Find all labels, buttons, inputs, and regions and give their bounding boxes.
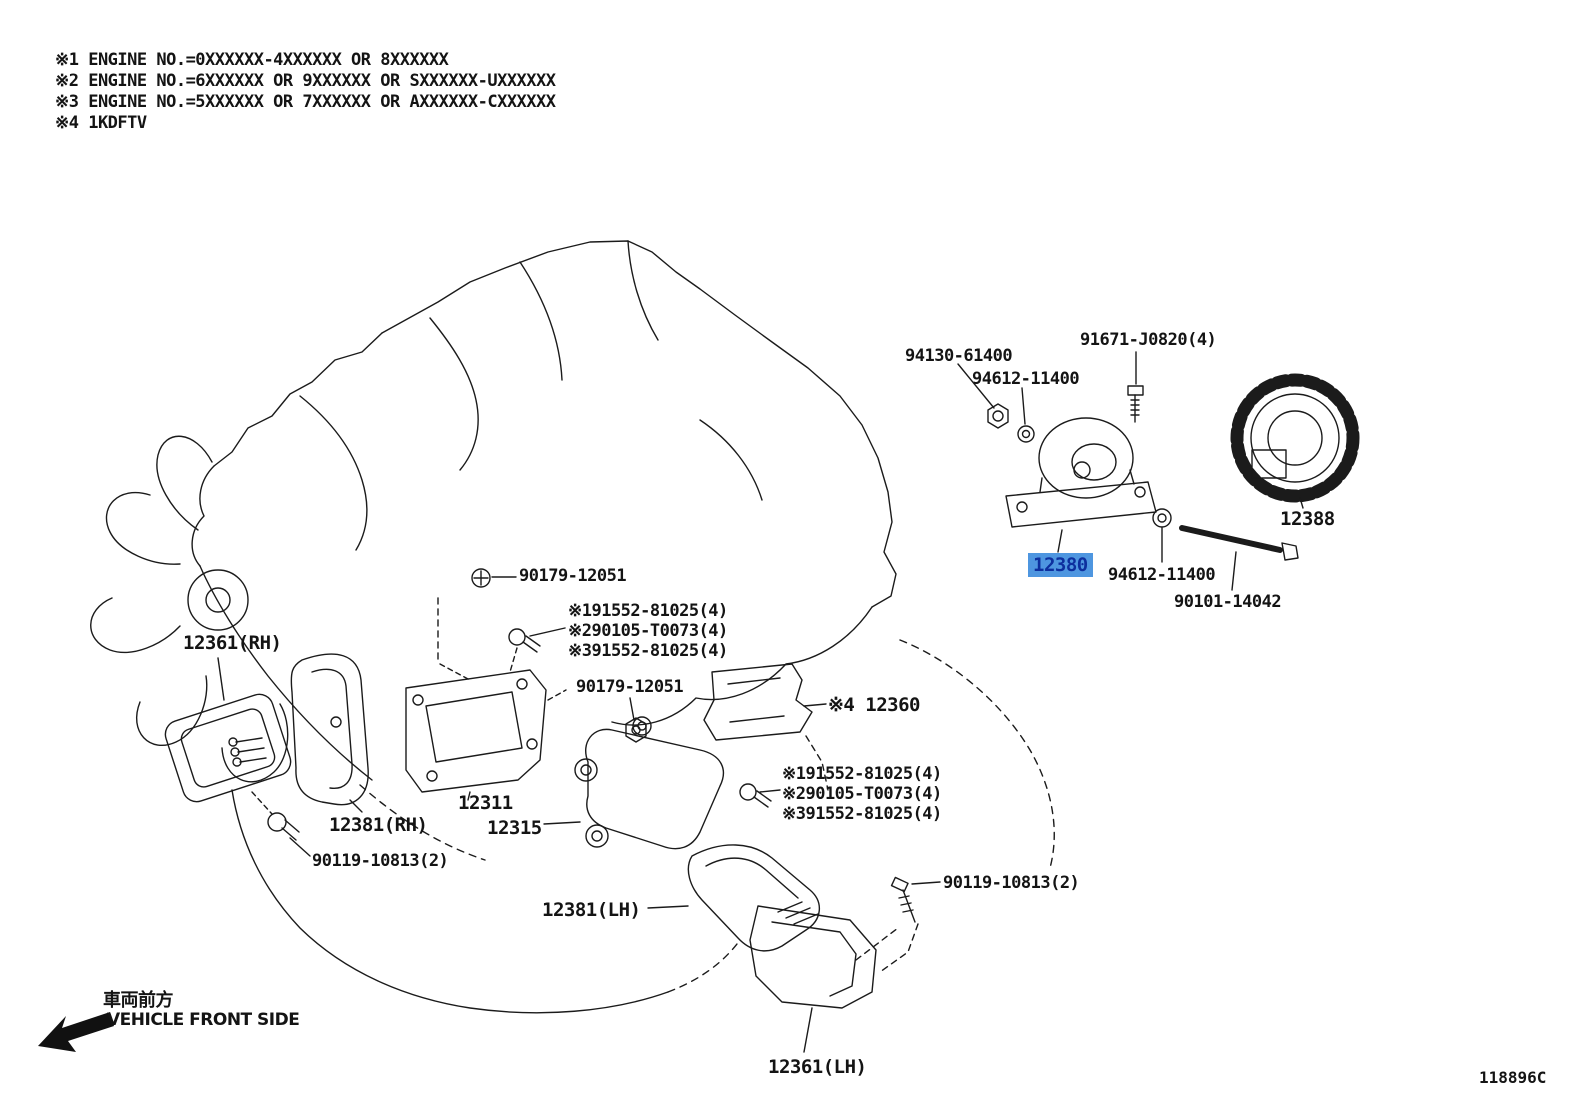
part-label-12381-RH[interactable]: 12381(RH) — [329, 814, 428, 836]
part-label-90179-12051-upper[interactable]: 90179-12051 — [519, 566, 627, 586]
engine-note-3: ※3 ENGINE NO.=5XXXXXX OR 7XXXXXX OR AXXX… — [55, 92, 556, 112]
part-label-91552-81025-a1[interactable]: ※191552-81025(4) — [568, 601, 728, 621]
part-label-91552-81025-b3[interactable]: ※391552-81025(4) — [782, 804, 942, 824]
part-label-91671-J0820[interactable]: 91671-J0820(4) — [1080, 330, 1217, 350]
part-label-12361-RH[interactable]: 12361(RH) — [183, 632, 282, 654]
part-label-12315[interactable]: 12315 — [487, 817, 542, 839]
part-label-90105-T0073-a2[interactable]: ※290105-T0073(4) — [568, 621, 728, 641]
drawing-code: 118896C — [1479, 1068, 1547, 1087]
part-label-12360[interactable]: ※4 12360 — [828, 694, 921, 716]
part-label-12380-highlighted[interactable]: 12380 — [1028, 553, 1093, 577]
part-label-12381-LH[interactable]: 12381(LH) — [542, 899, 641, 921]
engine-note-1: ※1 ENGINE NO.=0XXXXXX-4XXXXXX OR 8XXXXXX — [55, 50, 449, 70]
part-label-90101-14042[interactable]: 90101-14042 — [1174, 592, 1282, 612]
part-label-90119-10813-right[interactable]: 90119-10813(2) — [943, 873, 1080, 893]
engine-note-2: ※2 ENGINE NO.=6XXXXXX OR 9XXXXXX OR SXXX… — [55, 71, 556, 91]
part-label-91552-81025-a3[interactable]: ※391552-81025(4) — [568, 641, 728, 661]
engine-note-4: ※4 1KDFTV — [55, 113, 147, 133]
part-label-94130-61400[interactable]: 94130-61400 — [905, 346, 1013, 366]
vehicle-front-label-jp: 車両前方 — [103, 990, 174, 1011]
vehicle-front-label-en: VEHICLE FRONT SIDE — [107, 1010, 300, 1030]
part-label-91552-81025-b1[interactable]: ※191552-81025(4) — [782, 764, 942, 784]
part-label-12311[interactable]: 12311 — [458, 792, 513, 814]
part-label-90105-T0073-b2[interactable]: ※290105-T0073(4) — [782, 784, 942, 804]
part-label-12388[interactable]: 12388 — [1280, 508, 1335, 530]
part-label-12361-LH[interactable]: 12361(LH) — [768, 1056, 867, 1078]
part-label-94612-11400-lower[interactable]: 94612-11400 — [1108, 565, 1216, 585]
part-label-90179-12051-lower[interactable]: 90179-12051 — [576, 677, 684, 697]
part-label-94612-11400-upper[interactable]: 94612-11400 — [972, 369, 1080, 389]
part-label-90119-10813-left[interactable]: 90119-10813(2) — [312, 851, 449, 871]
vehicle-front-arrow — [38, 1012, 114, 1052]
